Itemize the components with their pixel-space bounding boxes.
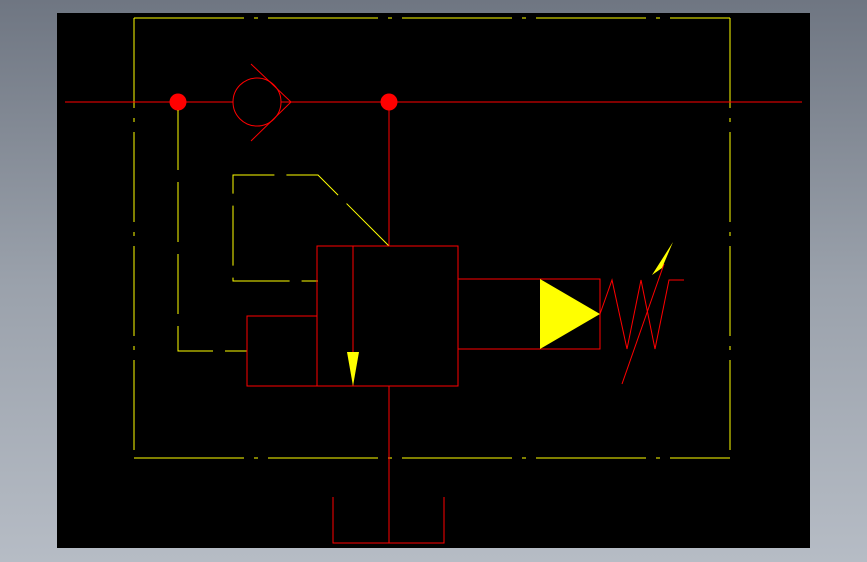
flow-arrow-icon <box>347 352 359 386</box>
tank-reservoir-icon <box>332 497 445 544</box>
check-valve-seat-upper <box>250 63 292 103</box>
pilot-line-upper <box>232 174 390 282</box>
valve-auxiliary-block <box>246 315 318 387</box>
check-valve-icon <box>232 63 292 142</box>
check-valve-ball <box>232 77 282 127</box>
spring-zigzag <box>599 278 684 350</box>
junction-dot-left <box>169 93 187 111</box>
check-valve-seat-lower <box>250 101 292 142</box>
adjustable-spring-icon <box>599 263 684 385</box>
drawing-canvas <box>57 13 810 548</box>
pilot-actuator-triangle-icon <box>540 279 600 349</box>
pilot-lines <box>177 110 390 352</box>
component-boundary <box>133 17 731 459</box>
spring-adjust-arrow-icon <box>652 242 673 275</box>
pilot-line-left <box>177 110 247 352</box>
spring-adjust-line <box>621 263 665 385</box>
